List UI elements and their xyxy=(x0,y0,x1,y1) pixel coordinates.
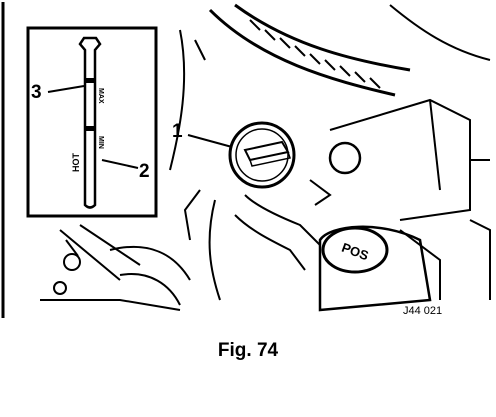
callout-2: 2 xyxy=(139,161,150,182)
engine-bay-background xyxy=(40,3,491,312)
secondary-cap xyxy=(328,141,362,175)
leader-lines xyxy=(47,85,233,169)
callout-3: 3 xyxy=(31,82,42,103)
filler-cap xyxy=(228,121,296,189)
dipstick-max-label: MAX xyxy=(97,88,104,104)
dipstick-hot-label: HOT xyxy=(71,153,81,173)
figure-caption: Fig. 74 xyxy=(217,340,279,361)
dipstick-min-label: MIN xyxy=(97,136,104,149)
min-mark xyxy=(85,126,95,131)
leader-line-3 xyxy=(47,85,85,93)
leader-line-1 xyxy=(187,134,233,148)
figure-code: J44 021 xyxy=(403,305,442,317)
callout-1: 1 xyxy=(172,121,183,142)
dipstick-inset: MAX MIN HOT xyxy=(26,26,158,218)
pos-cap: POS xyxy=(321,226,389,274)
max-mark xyxy=(85,78,95,83)
leader-line-2 xyxy=(101,159,139,169)
